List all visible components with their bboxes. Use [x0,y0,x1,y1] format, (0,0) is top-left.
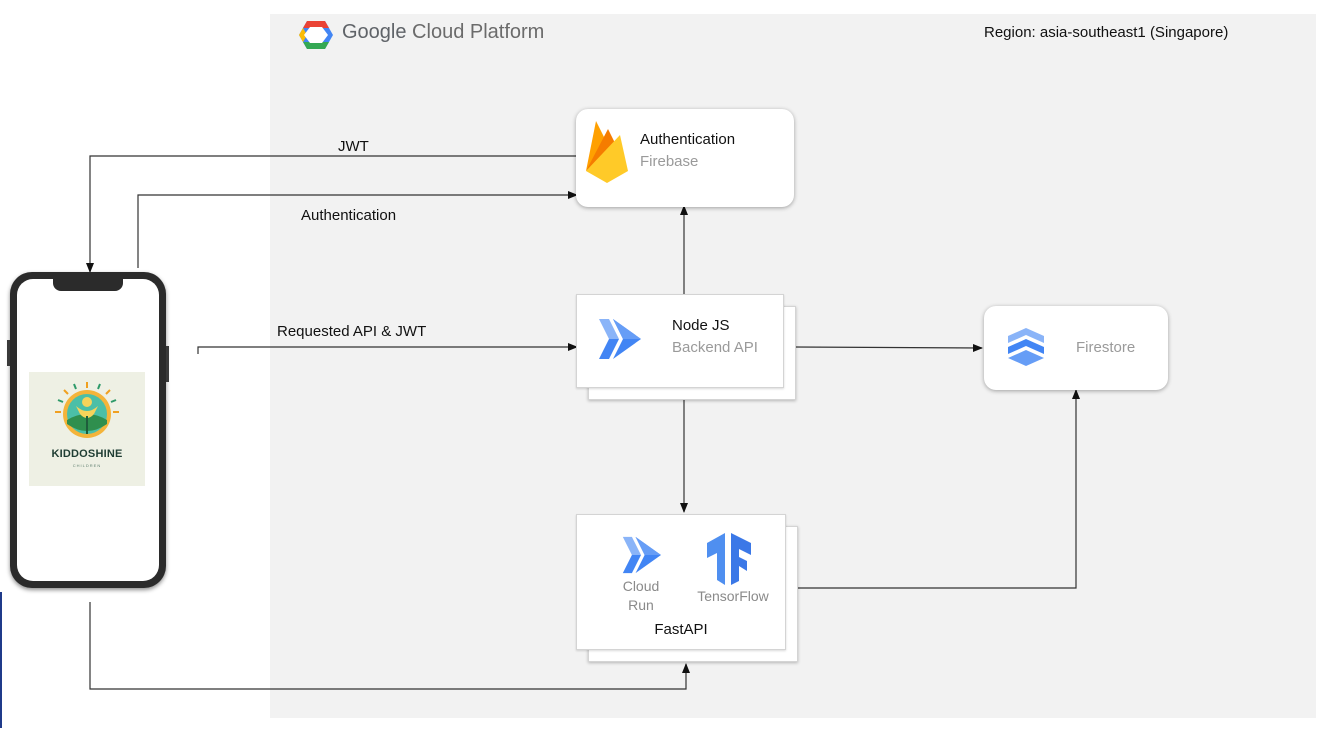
platform-title-google: Google [342,21,407,43]
google-cloud-logo-icon [299,21,333,49]
phone-notch [53,278,123,291]
kiddoshine-app-logo: KIDDOSHINE CHILDREN [29,372,145,486]
app-logo-sub: CHILDREN [72,463,102,468]
fastapi-node[interactable]: Cloud Run TensorFlow FastAPI [576,514,786,650]
auth-firebase-node[interactable]: Authentication Firebase [576,109,794,207]
cloud-run-icon [599,319,641,359]
firestore-node[interactable]: Firestore [984,306,1168,390]
edge-label-authentication: Authentication [301,207,397,224]
tensorflow-icon [707,533,751,585]
node-title: Node JS [672,317,730,334]
app-logo-name: KIDDOSHINE [51,448,123,460]
firestore-icon [1008,328,1044,366]
edge-requested-api [197,343,578,354]
cloudrun-label-line2: Run [628,597,654,613]
sun-child-logo-icon [55,382,119,438]
edge-label-jwt: JWT [338,138,369,155]
fastapi-title: FastAPI [654,621,708,638]
left-edge-bar [0,592,2,728]
firebase-flame-icon [586,121,628,183]
edge-authentication [137,191,578,268]
platform-title: Google Cloud Platform [342,21,544,44]
firestore-title: Firestore [1076,339,1136,356]
edge-fastapi-to-firestore [796,389,1080,589]
edge-label-requested-api: Requested API & JWT [277,323,427,340]
node-subtitle: Backend API [672,339,758,356]
edge-node-to-firestore [793,343,983,352]
phone-volume-button [7,340,10,366]
cloud-run-icon [622,536,661,574]
auth-subtitle: Firebase [640,153,699,170]
region-label: Region: asia-southeast1 (Singapore) [984,24,1229,41]
cloudrun-label-line1: Cloud [622,578,660,594]
edge-app-to-fastapi [89,602,690,690]
edge-jwt [86,155,578,273]
tensorflow-label: TensorFlow [697,588,769,604]
platform-title-rest: Cloud Platform [406,21,545,43]
auth-title: Authentication [640,131,736,148]
node-backend-node[interactable]: Node JS Backend API [576,294,784,388]
cloudrun-label: Cloud Run [613,577,669,615]
phone-power-button [166,346,169,382]
